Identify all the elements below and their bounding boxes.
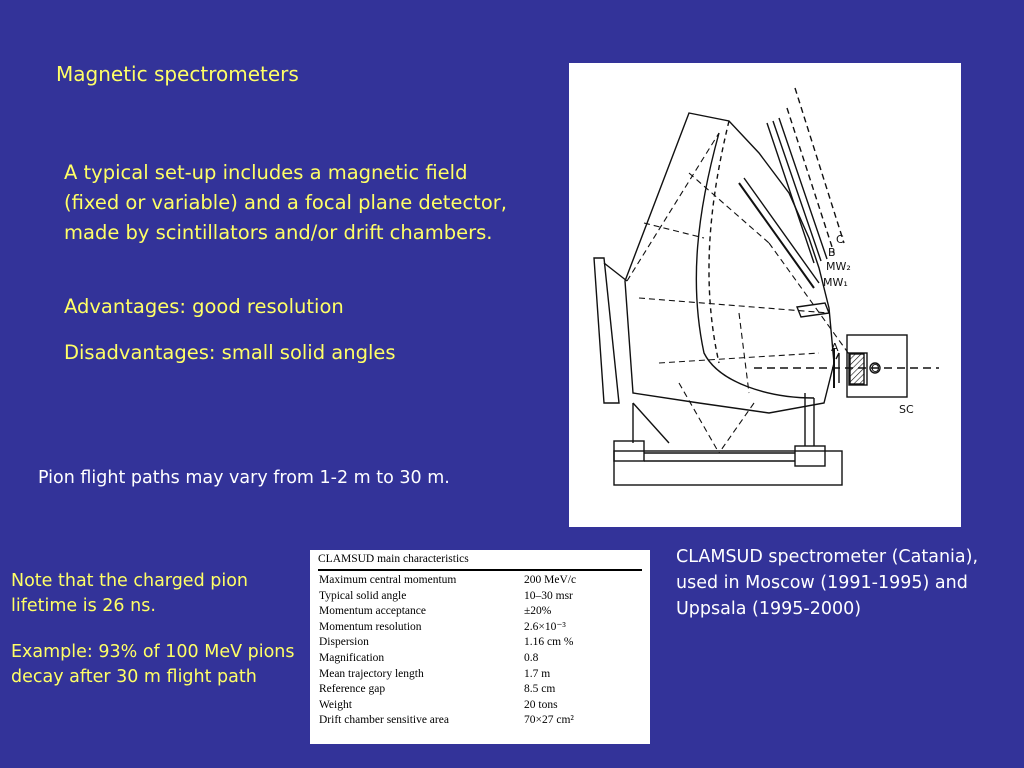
example-note: Example: 93% of 100 MeV pions decay afte…	[11, 642, 295, 687]
side-plate	[593, 257, 620, 404]
base-block-left	[613, 440, 645, 462]
label-a: A	[831, 341, 839, 354]
table-cell-label: Maximum central momentum	[319, 574, 457, 586]
table-cell-label: Drift chamber sensitive area	[319, 714, 449, 727]
table-cell-value: 20 tons	[524, 698, 558, 711]
table-row: Momentum resolution 2.6×10⁻³	[318, 620, 638, 636]
table-row: Dispersion 1.16 cm %	[318, 635, 638, 651]
label-sc: SC	[899, 403, 914, 416]
pion-paths-text: Pion flight paths may vary from 1-2 m to…	[38, 468, 450, 488]
focal-plane-line	[738, 182, 815, 289]
label-mw2: MW₂	[826, 260, 851, 273]
table-second-rule	[318, 570, 642, 571]
table-cell-value: 10–30 msr	[524, 589, 573, 602]
table-row: Momentum acceptance ±20%	[318, 604, 638, 620]
magnet-outer	[624, 112, 835, 414]
label-b: B	[828, 246, 836, 259]
table-row: Maximum central momentum 200 MeV/c	[318, 573, 638, 589]
table-cell-label: Reference gap	[319, 683, 386, 696]
table-top-rule	[318, 569, 642, 570]
table-cell-value: ±20%	[524, 605, 552, 618]
table-cell-label: Weight	[319, 698, 352, 711]
table-cell-label: Magnification	[319, 651, 385, 664]
table-cell-value: 2.6×10⁻³	[524, 620, 566, 633]
label-o: O	[871, 362, 880, 375]
detector-c	[786, 107, 835, 254]
table-row: Magnification 0.8	[318, 651, 638, 667]
table-cell-value: 0.8	[524, 651, 539, 664]
base-block-right	[794, 445, 826, 467]
detector-mw1	[766, 122, 815, 264]
table-cell-label: Momentum resolution	[319, 620, 422, 633]
table-row: Drift chamber sensitive area 70×27 cm²	[318, 713, 638, 729]
spectrometer-drawing: C B MW₂ MW₁ A O SC	[593, 87, 939, 486]
characteristics-table-panel: CLAMSUD main characteristics Maximum cen…	[310, 550, 650, 744]
label-mw1: MW₁	[823, 276, 848, 289]
table-cell-label: Dispersion	[319, 636, 369, 649]
table-cell-label: Momentum acceptance	[319, 605, 426, 618]
table-title: CLAMSUD main characteristics	[318, 553, 469, 565]
table-cell-label: Mean trajectory length	[319, 667, 424, 680]
intro-paragraph: A typical set-up includes a magnetic fie…	[64, 161, 507, 244]
advantages-text: Advantages: good resolution	[64, 295, 344, 318]
table-row: Mean trajectory length 1.7 m	[318, 667, 638, 683]
label-c: C	[836, 233, 844, 246]
figure-caption: CLAMSUD spectrometer (Catania), used in …	[676, 547, 979, 619]
table-row: Typical solid angle 10–30 msr	[318, 589, 638, 605]
table-cell-value: 70×27 cm²	[524, 714, 574, 727]
disadvantages-text: Disadvantages: small solid angles	[64, 341, 396, 364]
table-cell-value: 1.16 cm %	[524, 636, 574, 649]
slide-title: Magnetic spectrometers	[56, 62, 299, 86]
table-cell-value: 1.7 m	[524, 667, 551, 680]
lifetime-note: Note that the charged pion lifetime is 2…	[11, 571, 249, 616]
table-cell-label: Typical solid angle	[319, 589, 407, 602]
table-row: Weight 20 tons	[318, 698, 638, 714]
table-cell-value: 200 MeV/c	[524, 574, 577, 586]
scintillator-box	[846, 334, 908, 398]
table-cell-value: 8.5 cm	[524, 683, 556, 696]
base-platform	[613, 450, 843, 486]
spectrometer-diagram: C B MW₂ MW₁ A O SC	[569, 63, 961, 527]
table-row: Reference gap 8.5 cm	[318, 682, 638, 698]
